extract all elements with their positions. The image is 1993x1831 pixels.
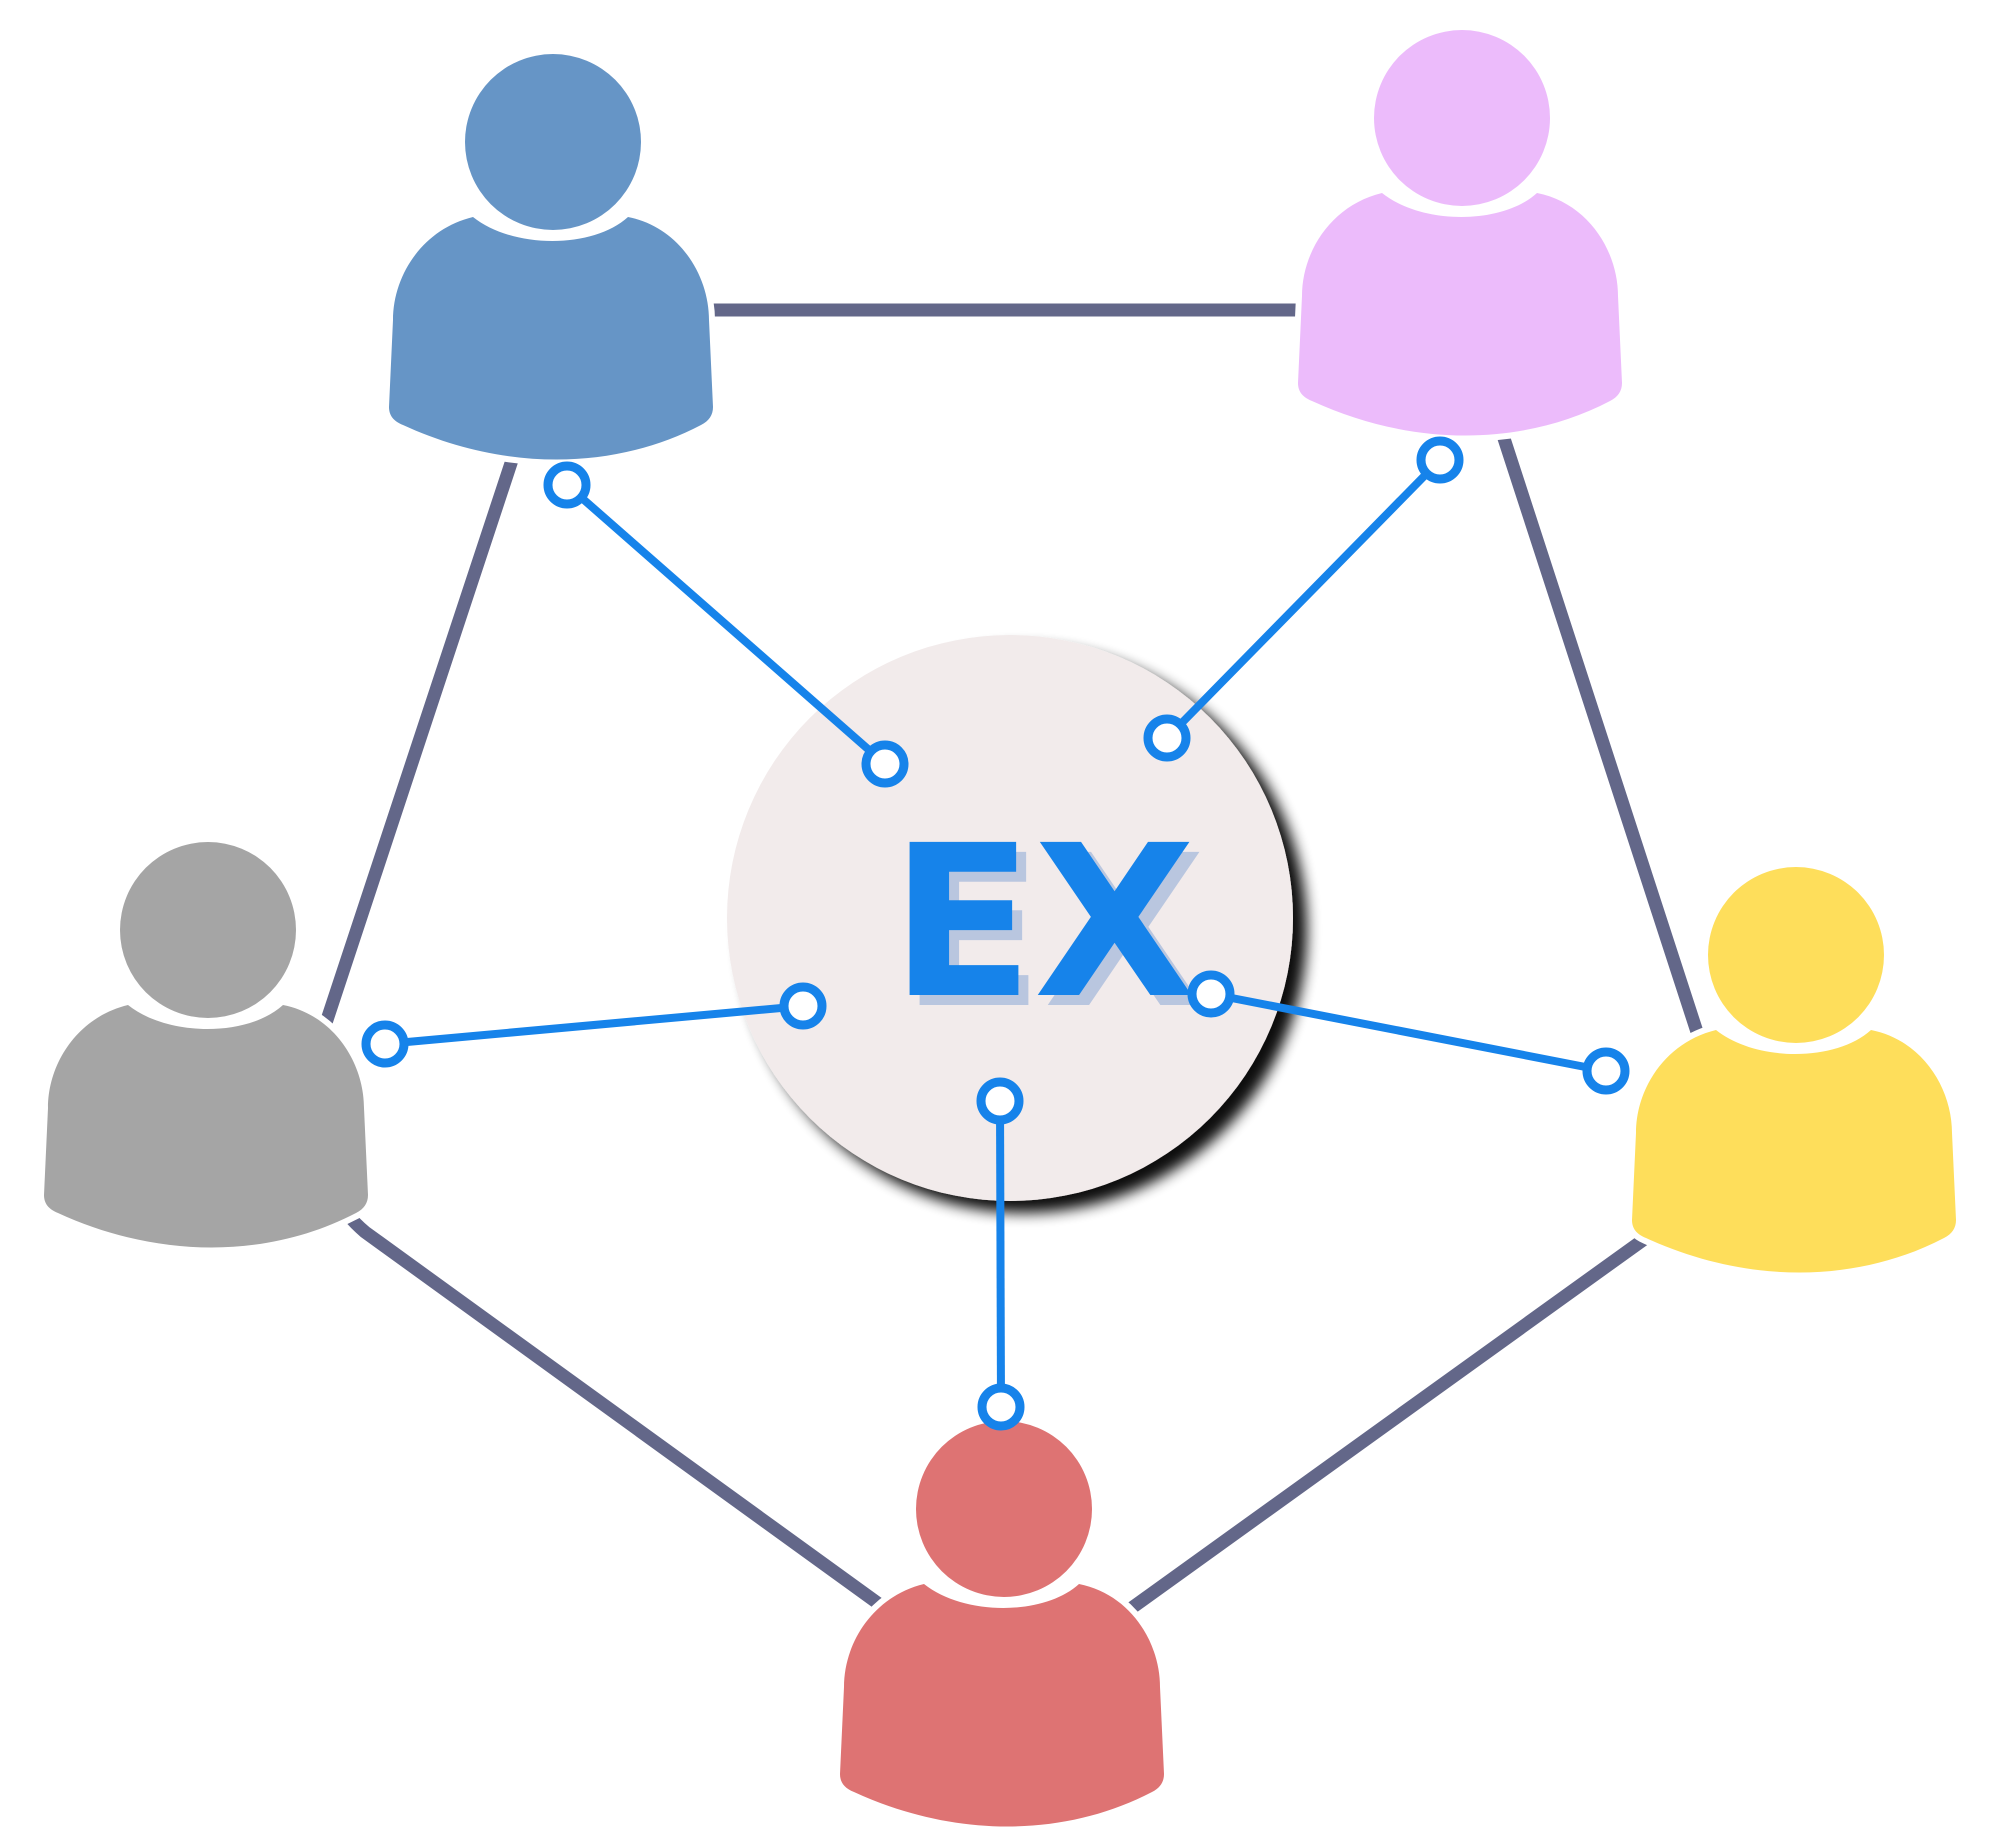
person-body	[1625, 1023, 1963, 1279]
spoke-node-person	[977, 1383, 1025, 1431]
outer-link-top-right-right	[1491, 413, 1705, 1042]
spoke-node-person	[543, 461, 591, 509]
spoke-node-person	[1416, 436, 1464, 484]
hub-label-shadow: EX	[900, 810, 1205, 1055]
person-right	[1625, 861, 1963, 1279]
hub-label: EX	[890, 800, 1195, 1045]
person-body	[1291, 186, 1629, 442]
spoke-line	[564, 481, 888, 768]
person-bottom	[833, 1415, 1171, 1831]
person-left	[37, 836, 375, 1254]
spoke-line	[996, 1100, 1005, 1408]
people	[37, 24, 1963, 1831]
person-body	[37, 998, 375, 1254]
outer-link-right-bottom	[1108, 1228, 1657, 1627]
spoke-top-left	[543, 461, 909, 788]
spoke-bottom	[976, 1077, 1025, 1431]
person-head	[114, 836, 302, 1024]
person-head	[910, 1415, 1098, 1603]
person-head	[1702, 861, 1890, 1049]
spoke-right	[1187, 970, 1630, 1095]
spoke-node-hub	[861, 740, 909, 788]
person-icon	[833, 1415, 1171, 1831]
spoke-node-person	[361, 1020, 409, 1068]
spoke-line	[384, 1002, 804, 1048]
outer-link-left-top-left	[315, 438, 524, 1042]
spoke-left	[361, 982, 827, 1068]
spoke-top-right	[1143, 436, 1464, 762]
person-head	[459, 48, 647, 236]
person-body	[382, 210, 720, 466]
spoke-node-hub	[1187, 970, 1235, 1018]
spoke-line	[1164, 457, 1443, 741]
person-icon	[382, 48, 720, 466]
person-icon	[1625, 861, 1963, 1279]
person-head	[1368, 24, 1556, 212]
spoke-node-hub	[976, 1077, 1024, 1125]
person-icon	[1291, 24, 1629, 442]
person-top-right	[1291, 24, 1629, 442]
spoke-node-hub	[1143, 714, 1191, 762]
spoke-node-person	[1582, 1047, 1630, 1095]
spokes	[361, 436, 1630, 1431]
person-icon	[37, 836, 375, 1254]
outer-link-bottom-left	[328, 1188, 897, 1619]
spoke-node-hub	[779, 982, 827, 1030]
person-top-left	[382, 48, 720, 466]
person-body	[833, 1577, 1171, 1831]
spoke-line	[1210, 990, 1607, 1075]
